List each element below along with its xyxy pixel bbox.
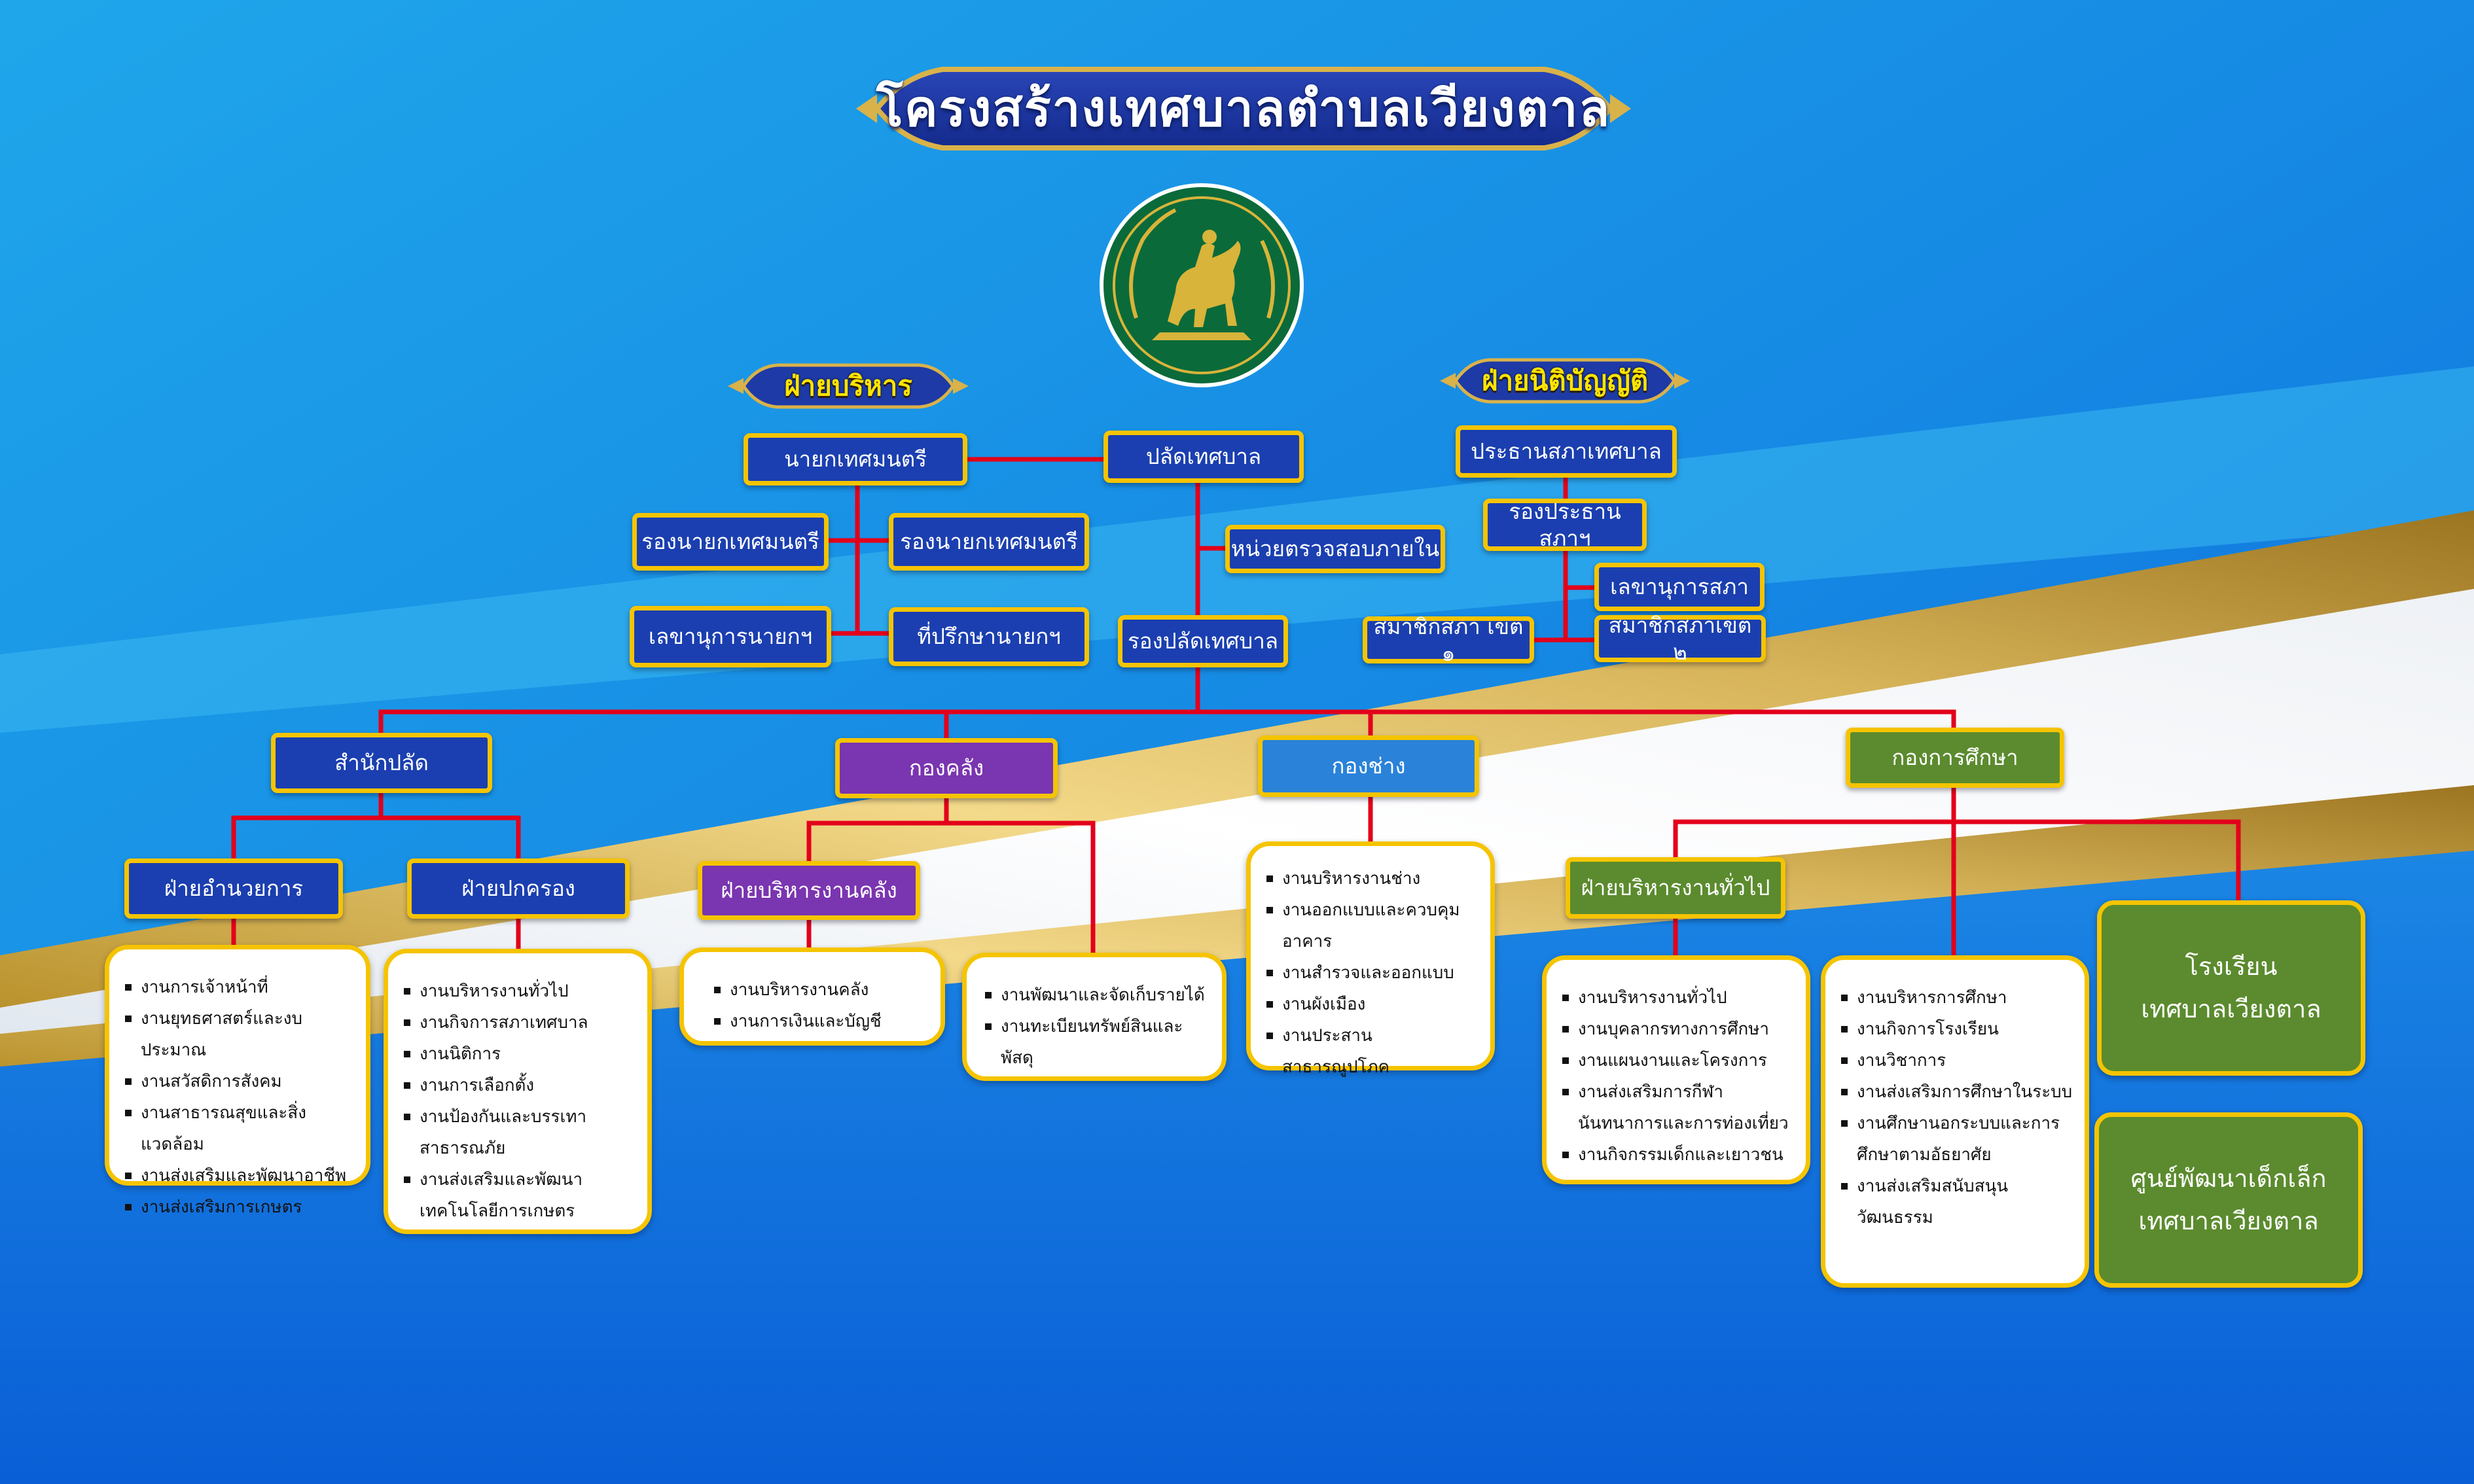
municipal-school-box: โรงเรียน เทศบาลเวียงตาล — [2097, 900, 2365, 1076]
school-label-line-1: โรงเรียน — [2185, 952, 2278, 981]
list-item: งานส่งเสริมการกีฬา นันทนาการและการท่องเท… — [1561, 1076, 1794, 1139]
list-item: งานป้องกันและบรรเทาสาธารณภัย — [403, 1101, 636, 1164]
clerk-office-box: สำนักปลัด — [271, 733, 492, 793]
list-item: งานกิจการโรงเรียน — [1840, 1014, 2073, 1045]
deputy-clerk-box: รองปลัดเทศบาล — [1118, 615, 1288, 667]
list-item: งานบริหารงานทั่วไป — [1561, 982, 1794, 1014]
deputy-mayor-1-box: รองนายกเทศมนตรี — [632, 513, 829, 571]
list-item: งานบริหารการศึกษา — [1840, 982, 2073, 1014]
education-division-box: กองการศึกษา — [1846, 728, 2064, 788]
list-item: งานทะเบียนทรัพย์สินและพัสดุ — [984, 1011, 1210, 1074]
revenue-property-task-list: งานพัฒนาและจัดเก็บรายได้ งานทะเบียนทรัพย… — [962, 953, 1227, 1081]
list-item: งานศึกษานอกระบบและการศึกษาตามอัธยาศัย — [1840, 1108, 2073, 1171]
council-member-zone-1-box: สมาชิกสภา เขต ๑ — [1363, 614, 1534, 666]
list-item: งานการเลือกตั้ง — [403, 1070, 636, 1101]
finance-division-box: กองคลัง — [835, 738, 1058, 798]
list-item: งานสาธารณสุขและสิ่งแวดล้อม — [124, 1097, 354, 1160]
list-item: งานนิติการ — [403, 1038, 636, 1070]
education-management-task-list: งานบริหารการศึกษา งานกิจการโรงเรียน งานว… — [1821, 955, 2089, 1288]
list-item: งานวิชาการ — [1840, 1045, 2073, 1076]
child-center-label-line-1: ศูนย์พัฒนาเด็กเล็ก — [2130, 1164, 2327, 1193]
engineering-division-box: กองช่าง — [1258, 735, 1479, 797]
title-banner — [856, 67, 1631, 150]
executive-banner — [728, 363, 969, 409]
child-development-center-box: ศูนย์พัฒนาเด็กเล็ก เทศบาลเวียงตาล — [2094, 1112, 2363, 1288]
municipal-seal-logo — [1100, 183, 1304, 387]
list-item: งานออกแบบและควบคุมอาคาร — [1265, 894, 1479, 957]
list-item: งานการเจ้าหน้าที่ — [124, 972, 354, 1003]
governance-task-list: งานบริหารงานทั่วไป งานกิจการสภาเทศบาล งา… — [384, 949, 652, 1234]
executive-section-label: ฝ่ายบริหาร — [784, 370, 912, 402]
list-item: งานพัฒนาและจัดเก็บรายได้ — [984, 980, 1210, 1011]
education-general-admin-section-box: ฝ่ายบริหารงานทั่วไป — [1566, 857, 1785, 919]
governance-section-box: ฝ่ายปกครอง — [407, 858, 630, 919]
council-president-box: ประธานสภาเทศบาล — [1456, 425, 1677, 478]
list-item: งานผังเมือง — [1265, 989, 1479, 1020]
finance-admin-section-box: ฝ่ายบริหารงานคลัง — [698, 861, 920, 920]
administration-section-box: ฝ่ายอำนวยการ — [124, 858, 343, 919]
education-general-admin-task-list: งานบริหารงานทั่วไป งานบุคลากรทางการศึกษา… — [1542, 955, 1810, 1184]
mayor-secretary-box: เลขานุการนายกฯ — [630, 606, 831, 667]
list-item: งานสวัสดิการสังคม — [124, 1066, 354, 1097]
page-title: โครงสร้างเทศบาลตำบลเวียงตาล — [876, 79, 1611, 137]
child-center-label-line-2: เทศบาลเวียงตาล — [2138, 1207, 2319, 1235]
school-label-line-2: เทศบาลเวียงตาล — [2141, 995, 2322, 1023]
legislative-section-label: ฝ่ายนิติบัญญัติ — [1481, 364, 1649, 397]
finance-admin-task-list: งานบริหารงานคลัง งานการเงินและบัญชี — [679, 947, 945, 1046]
list-item: งานส่งเสริมการเกษตร — [124, 1192, 354, 1223]
administration-task-list: งานการเจ้าหน้าที่ งานยุทธศาสตร์และงบประม… — [105, 945, 370, 1217]
council-secretary-box: เลขานุการสภา — [1594, 563, 1765, 611]
mayor-box: นายกเทศมนตรี — [744, 433, 967, 486]
legislative-banner — [1440, 358, 1690, 404]
list-item: งานส่งเสริมสนับสนุนวัฒนธรรม — [1840, 1171, 2073, 1233]
list-item: งานประสานสาธารณูปโภค — [1265, 1020, 1479, 1083]
list-item: งานบุคลากรทางการศึกษา — [1561, 1014, 1794, 1045]
list-item: งานส่งเสริมและพัฒนาเทคโนโลยีการเกษตร — [403, 1164, 636, 1227]
list-item: งานบริหารงานช่าง — [1265, 863, 1479, 894]
deputy-mayor-2-box: รองนายกเทศมนตรี — [889, 513, 1089, 571]
council-vice-president-box: รองประธานสภาฯ — [1483, 499, 1647, 551]
list-item: งานส่งเสริมการศึกษาในระบบ — [1840, 1076, 2073, 1108]
clerk-box: ปลัดเทศบาล — [1103, 431, 1304, 483]
list-item: งานสำรวจและออกแบบ — [1265, 957, 1479, 989]
list-item: งานกิจกรรมเด็กและเยาวชน — [1561, 1139, 1794, 1171]
mayor-advisor-box: ที่ปรึกษานายกฯ — [889, 607, 1089, 666]
list-item: งานบริหารงานคลัง — [713, 974, 929, 1006]
list-item: งานแผนงานและโครงการ — [1561, 1045, 1794, 1076]
council-member-zone-2-box: สมาชิกสภาเขต ๒ — [1594, 612, 1766, 665]
list-item: งานกิจการสภาเทศบาล — [403, 1007, 636, 1038]
list-item: งานยุทธศาสตร์และงบประมาณ — [124, 1003, 354, 1066]
list-item: งานส่งเสริมและพัฒนาอาชีพ — [124, 1160, 354, 1192]
engineering-task-list: งานบริหารงานช่าง งานออกแบบและควบคุมอาคาร… — [1246, 841, 1495, 1077]
list-item: งานการเงินและบัญชี — [713, 1006, 929, 1037]
list-item: งานบริหารงานทั่วไป — [403, 976, 636, 1007]
internal-audit-box: หน่วยตรวจสอบภายใน — [1225, 525, 1445, 573]
